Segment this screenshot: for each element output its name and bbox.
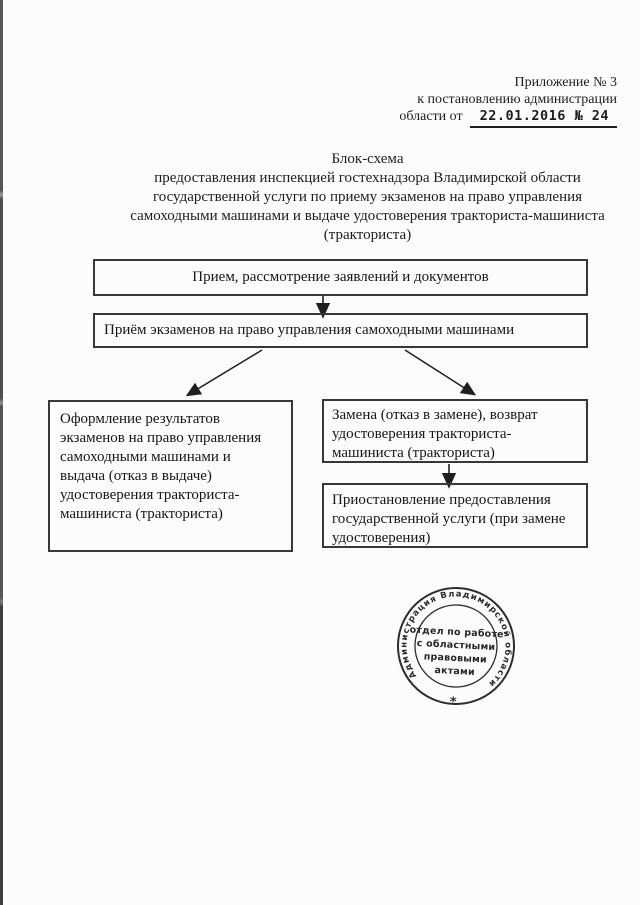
svg-text:Администрация Владимирской обл: Администрация Владимирской области bbox=[397, 587, 516, 690]
title-line-4: самоходными машинами и выдаче удостовере… bbox=[130, 208, 605, 224]
appendix-reference: к постановлению администрации bbox=[417, 92, 617, 107]
stamp-ring-text: Администрация Владимирской области bbox=[397, 587, 516, 690]
flow-box-exams-label: Приём экзаменов на право управления само… bbox=[104, 322, 515, 338]
flow-box-intake: Прием, рассмотрение заявлений и документ… bbox=[93, 259, 588, 296]
flow-box-suspension-label: Приостановление предоставления государст… bbox=[332, 492, 566, 546]
stamp-center-line-4: актами bbox=[434, 665, 475, 678]
appendix-date-value: 22.01.2016 № 24 bbox=[469, 108, 617, 128]
stamp-center-line-1: отдел по работе bbox=[409, 625, 504, 641]
arrow-exams-to-replacement bbox=[404, 349, 477, 396]
title-line-2: предоставления инспекцией гостехнадзора … bbox=[154, 170, 581, 186]
stamp-star: * bbox=[449, 695, 457, 710]
flow-box-intake-label: Прием, рассмотрение заявлений и документ… bbox=[192, 269, 489, 285]
flow-box-results-label: Оформление результатов экзаменов на прав… bbox=[60, 411, 262, 522]
arrow-exams-to-results bbox=[185, 349, 263, 397]
appendix-date-prefix: области от bbox=[399, 109, 463, 124]
stamp-center-line-2: с областными bbox=[416, 638, 495, 653]
title-line-3: государственной услуги по приему экзамен… bbox=[152, 189, 583, 205]
appendix-date-line: области от 22.01.2016 № 24 bbox=[399, 108, 617, 128]
scan-edge-line bbox=[0, 0, 3, 905]
stamp-center-line-3: правовыми bbox=[424, 651, 488, 665]
appendix-number: Приложение № 3 bbox=[514, 75, 618, 90]
flow-box-replacement: Замена (отказ в замене), возврат удостов… bbox=[322, 399, 588, 463]
stamp-inner-ring bbox=[414, 604, 498, 688]
appendix-header: Приложение № 3 к постановлению администр… bbox=[399, 74, 617, 128]
flow-box-results: Оформление результатов экзаменов на прав… bbox=[48, 400, 293, 552]
title-line-5: (тракториста) bbox=[323, 227, 412, 243]
title-line-1: Блок-схема bbox=[331, 151, 404, 167]
flow-box-exams: Приём экзаменов на право управления само… bbox=[93, 313, 588, 348]
stamp-outer-ring bbox=[397, 587, 515, 705]
flow-box-suspension: Приостановление предоставления государст… bbox=[322, 483, 588, 548]
official-stamp: Администрация Владимирской области * отд… bbox=[397, 587, 516, 710]
document-title: Блок-схема предоставления инспекцией гос… bbox=[85, 150, 640, 245]
flow-box-replacement-label: Замена (отказ в замене), возврат удостов… bbox=[332, 407, 538, 461]
